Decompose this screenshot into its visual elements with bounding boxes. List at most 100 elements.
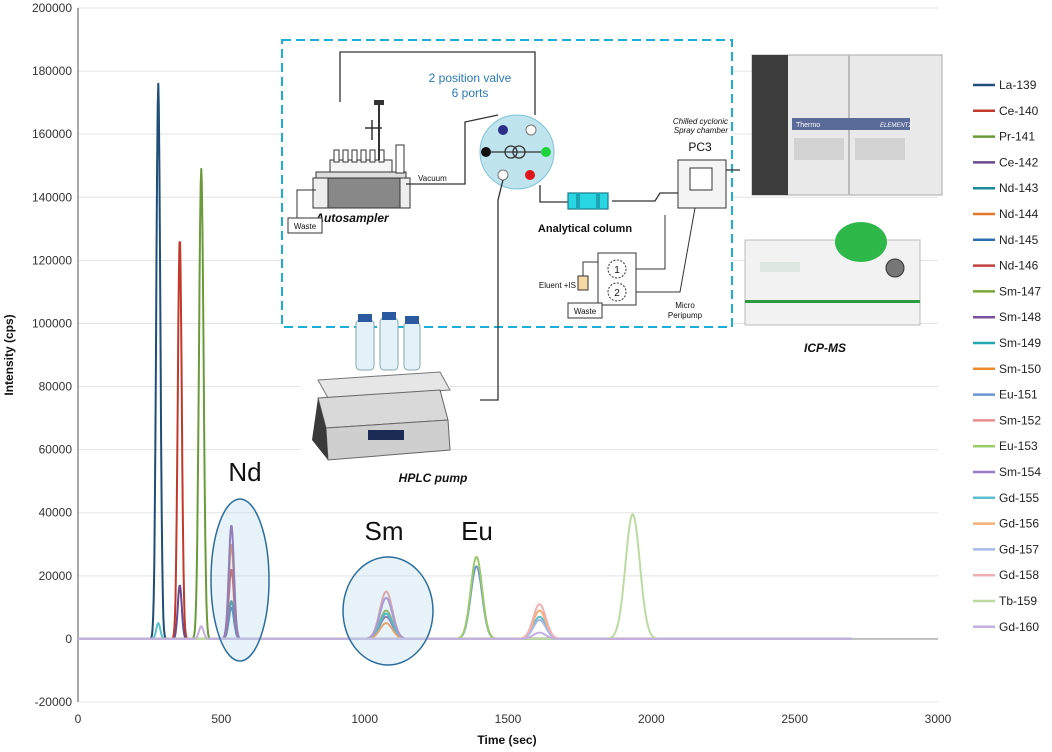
legend-label: Sm-148 bbox=[999, 310, 1041, 324]
solvent-bottle bbox=[355, 319, 375, 371]
column-body bbox=[567, 192, 609, 210]
hplc-display bbox=[368, 430, 404, 440]
x-tick-label: 0 bbox=[75, 712, 82, 726]
legend-label: Gd-155 bbox=[999, 491, 1039, 505]
bottle-cap bbox=[405, 316, 419, 324]
autosampler-base bbox=[315, 171, 407, 179]
legend-label: Gd-160 bbox=[999, 620, 1039, 634]
two-position-valve: 2 position valve 6 ports bbox=[429, 71, 555, 190]
vial bbox=[360, 149, 367, 163]
spray-chamber-drawing: Chilled cyclonic Spray chamber PC3 bbox=[673, 117, 740, 209]
eluent-label: Eluent +IS bbox=[539, 281, 576, 290]
peripump-drawing: 1 2 Eluent +IS Waste Micro Peripump bbox=[539, 207, 703, 320]
element2-vent bbox=[855, 138, 905, 160]
series-line-gd-160 bbox=[77, 625, 853, 640]
autosampler-label: Autosampler bbox=[314, 211, 390, 225]
x-tick-label: 1500 bbox=[495, 712, 522, 726]
x-tick-label: 3000 bbox=[925, 712, 952, 726]
pc3-label: PC3 bbox=[688, 140, 712, 154]
y-tick-label: 80000 bbox=[39, 380, 73, 394]
waste-box-1 bbox=[287, 217, 323, 234]
vial bbox=[369, 149, 376, 163]
legend: La-139Ce-140Pr-141Ce-142Nd-143Nd-144Nd-1… bbox=[973, 78, 1041, 634]
column-label: Analytical column bbox=[538, 223, 632, 235]
setup-diagram: Vacuum Autosampler Waste 2 position valv… bbox=[281, 39, 740, 401]
chilled-label-2: Spray chamber bbox=[674, 126, 729, 135]
legend-label: Sm-150 bbox=[999, 362, 1041, 376]
icpms-green-lid bbox=[835, 222, 887, 262]
x-tick-label: 1000 bbox=[351, 712, 378, 726]
autosampler-right bbox=[399, 177, 411, 209]
x-tick-label: 2000 bbox=[638, 712, 665, 726]
rinse-vial bbox=[395, 144, 405, 174]
y-tick-label: 140000 bbox=[32, 190, 72, 204]
legend-label: Sm-149 bbox=[999, 336, 1041, 350]
y-tick-label: 20000 bbox=[39, 569, 73, 583]
legend-label: La-139 bbox=[999, 78, 1037, 92]
icpms-label-plate bbox=[760, 262, 800, 272]
legend-label: Sm-147 bbox=[999, 284, 1041, 298]
waste-label-2: Waste bbox=[574, 307, 597, 316]
waste-box-2 bbox=[567, 302, 603, 319]
legend-label: Gd-156 bbox=[999, 517, 1039, 531]
y-tick-label: 120000 bbox=[32, 253, 72, 267]
pump-head-2-label: 2 bbox=[614, 288, 620, 299]
element2-logo-text: ELEMENT2 bbox=[880, 123, 912, 129]
x-tick-label: 500 bbox=[211, 712, 231, 726]
y-tick-label: 40000 bbox=[39, 506, 73, 520]
needle-head bbox=[374, 100, 384, 105]
waste-label-1: Waste bbox=[294, 222, 317, 231]
series-lines bbox=[77, 82, 853, 640]
icpms-instrument: ICP-MS bbox=[744, 222, 921, 355]
sm-label: Sm bbox=[365, 516, 404, 546]
valve-port-blue bbox=[498, 125, 508, 135]
eluent-bottle bbox=[577, 275, 589, 291]
y-axis-title: Intensity (cps) bbox=[2, 314, 16, 395]
nd-highlight-ellipse bbox=[210, 498, 270, 662]
autosampler-body bbox=[327, 177, 401, 209]
pump-head-1-label: 1 bbox=[614, 265, 620, 276]
column-ring bbox=[576, 193, 580, 209]
y-tick-label: 200000 bbox=[32, 1, 72, 15]
autosampler-left bbox=[312, 177, 329, 209]
solvent-bottle bbox=[379, 317, 399, 371]
x-tick-labels: 0 500 1000 1500 2000 2500 3000 bbox=[75, 712, 952, 726]
pump-head-1 bbox=[607, 259, 627, 279]
legend-label: Sm-154 bbox=[999, 465, 1041, 479]
y-tick-label: 60000 bbox=[39, 443, 73, 457]
y-tick-label: 160000 bbox=[32, 127, 72, 141]
column-ring bbox=[596, 193, 600, 209]
legend-label: Nd-145 bbox=[999, 233, 1039, 247]
valve-port bbox=[497, 169, 509, 181]
icpms-interface bbox=[885, 258, 905, 278]
spray-chamber-inner bbox=[689, 167, 713, 191]
vial bbox=[342, 149, 349, 163]
vacuum-label: Vacuum bbox=[418, 174, 447, 183]
legend-label: Pr-141 bbox=[999, 130, 1035, 144]
valve-port bbox=[525, 124, 537, 136]
x-tick-label: 2500 bbox=[781, 712, 808, 726]
bottle-cap bbox=[382, 312, 396, 320]
hplc-pump-label: HPLC pump bbox=[399, 471, 468, 485]
element2-vent bbox=[794, 138, 844, 160]
hplc-side bbox=[312, 398, 328, 460]
bottle-cap bbox=[358, 314, 372, 322]
pump-to-chamber-line bbox=[636, 215, 666, 270]
nd-label: Nd bbox=[228, 457, 261, 487]
y-tick-label: -20000 bbox=[35, 695, 73, 709]
legend-label: Eu-153 bbox=[999, 439, 1038, 453]
valve-port-red bbox=[525, 170, 535, 180]
sm-highlight-ellipse bbox=[342, 556, 434, 666]
valve-to-hplc-line bbox=[480, 179, 504, 401]
eluent-line bbox=[582, 261, 598, 276]
legend-label: Nd-143 bbox=[999, 181, 1039, 195]
hplc-pump-illustration: HPLC pump bbox=[300, 312, 467, 485]
vial bbox=[351, 149, 358, 163]
column-to-nebulizer-line bbox=[612, 192, 680, 202]
needle-to-valve-line bbox=[339, 51, 536, 115]
analytical-column-drawing: Analytical column bbox=[538, 185, 680, 235]
x-axis-title: Time (sec) bbox=[477, 733, 536, 747]
thermo-logo-text: Thermo bbox=[796, 122, 820, 129]
y-tick-label: 180000 bbox=[32, 64, 72, 78]
